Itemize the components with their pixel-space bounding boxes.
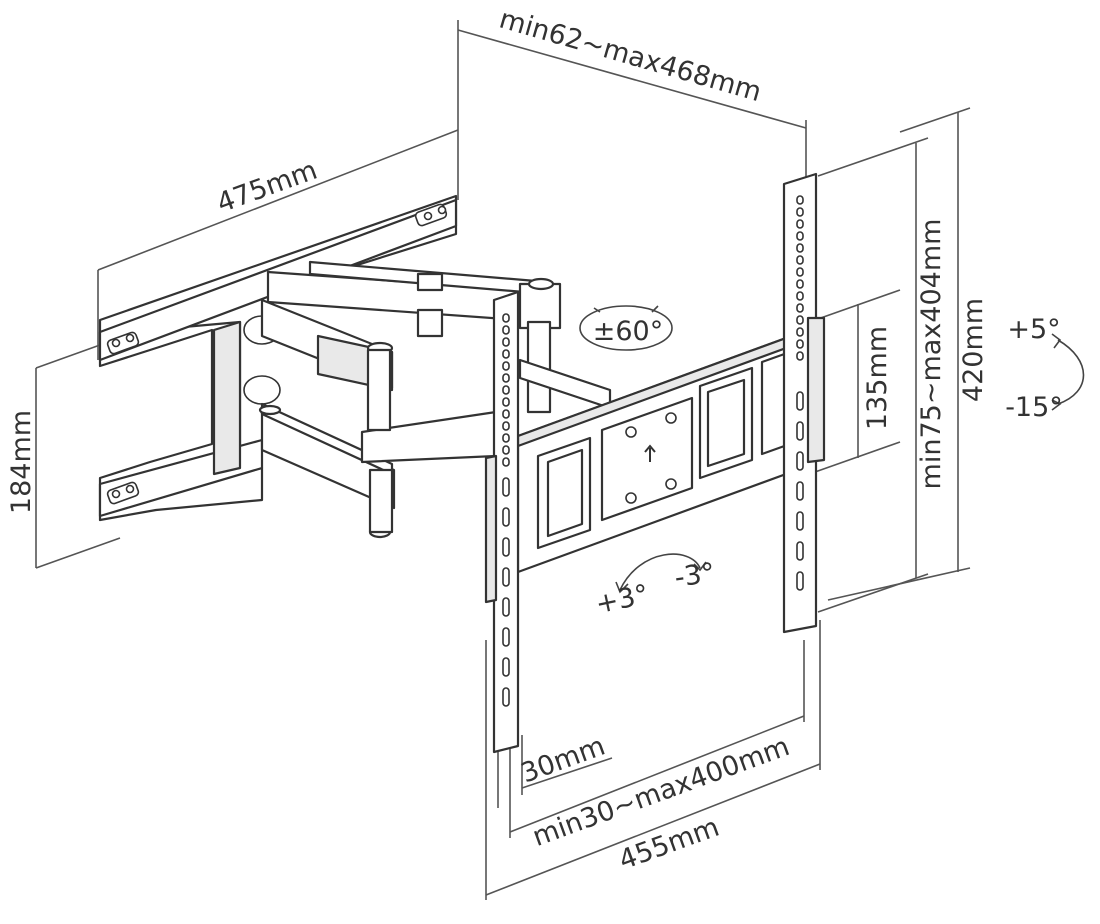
rail-hole [502,657,510,677]
rail-hole [502,421,510,431]
rail-hole [796,351,804,361]
rail-hole [502,477,510,497]
rail-hole [502,337,510,347]
rail-hole [502,567,510,587]
rail-hole [502,349,510,359]
rail-hole [502,445,510,455]
rail-hole [502,313,510,323]
label-wall-plate-width: 475mm [213,155,321,220]
tv-bracket [484,172,826,754]
rail-hole [796,195,804,205]
label-tilt-up: +5° [1007,314,1060,345]
wall-plate [98,194,458,522]
rail-hole [796,243,804,253]
motion-arrows [579,305,1085,594]
rail-hole [502,433,510,443]
rail-hole [796,541,804,561]
rail-hole [796,303,804,313]
rail-hole [502,385,510,395]
label-bracket-width: 455mm [615,812,723,877]
rail-hole [796,451,804,471]
rail-hole [796,421,804,441]
rail-hole [796,339,804,349]
rail-hole [502,373,510,383]
rail-hole [796,231,804,241]
rail-hole [796,571,804,591]
label-level-plus: +3° [593,579,652,620]
rail-hole [502,627,510,647]
rail-hole [502,325,510,335]
label-top-depth: min62~max468mm [496,4,765,108]
rail-hole [502,507,510,527]
rail-hole [502,457,510,467]
rail-hole [796,291,804,301]
rail-hole [796,327,804,337]
tilt-arc [1057,339,1085,405]
rail-hole [502,409,510,419]
label-wall-plate-height: 184mm [6,410,37,514]
rail-holes [502,195,804,707]
rail-hole [502,361,510,371]
label-rail-offset: 30mm [517,731,609,790]
rail-hole [796,279,804,289]
rail-hole [796,219,804,229]
label-swivel: ±60° [593,316,663,347]
label-bracket-height: 420mm [958,298,989,402]
rail-hole [796,267,804,277]
label-level-minus: -3° [673,557,717,593]
rail-hole [502,397,510,407]
rail-hole [796,481,804,501]
swivel-ellipse [579,305,673,351]
rail-hole [796,207,804,217]
label-vesa-vertical-min: 135mm [862,326,893,430]
rail-hole [796,391,804,411]
rail-hole [796,315,804,325]
level-arc [619,553,701,591]
rail-hole [502,537,510,557]
rail-hole [502,687,510,707]
dimension-lines [35,20,971,900]
label-tilt-down: -15° [1005,392,1063,423]
rail-hole [796,255,804,265]
rail-hole [502,597,510,617]
articulating-arms [258,260,612,539]
rail-hole [796,511,804,531]
label-vesa-vertical-range: min75~max404mm [916,219,947,490]
